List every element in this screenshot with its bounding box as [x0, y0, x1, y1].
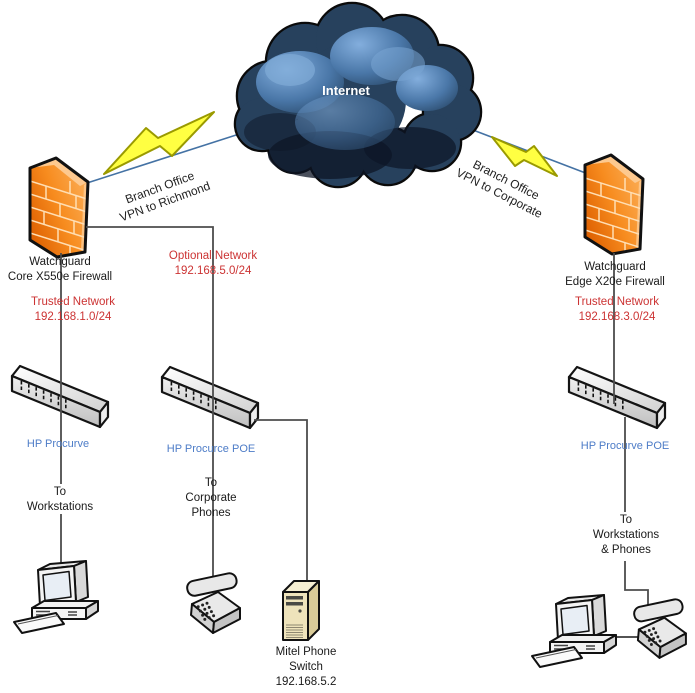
- phone-icon-middle: [184, 570, 241, 634]
- firewall-icon-right: [585, 155, 643, 254]
- firewall-icon-left: [30, 158, 88, 257]
- workstation-icon-right: [531, 594, 617, 668]
- switch-left-label: HP Procurve: [26, 438, 90, 450]
- to-corporate-phones-label: To Corporate Phones: [185, 477, 237, 519]
- switch-icon-right: [567, 365, 667, 430]
- lightning-bolt-icon-right: [491, 136, 558, 177]
- switch-middle-label: HP Procurce POE: [166, 443, 256, 455]
- line-right-branch: [613, 253, 649, 613]
- server-icon-mitel: [282, 580, 320, 641]
- to-workstations-label: To Workstations: [26, 486, 94, 513]
- firewall-left-trusted-network-label: Trusted Network 192.168.1.0/24: [31, 296, 115, 323]
- connector-lines: [60, 226, 649, 638]
- lightning-bolt-icon-left: [103, 111, 215, 175]
- mitel-switch-label: Mitel Phone Switch 192.168.5.2: [275, 646, 337, 688]
- switch-icon-middle: [160, 365, 260, 430]
- phone-icon-right: [631, 597, 687, 659]
- switch-right-label: HP Procurve POE: [580, 440, 670, 452]
- workstation-icon-left: [13, 560, 99, 634]
- line-mitel-branch: [254, 419, 308, 588]
- to-workstations-phones-label: To Workstations & Phones: [592, 514, 660, 556]
- optional-network-label: Optional Network 192.168.5.0/24: [168, 250, 258, 277]
- internet-cloud-icon: [233, 1, 483, 189]
- firewall-right-trusted-network-label: Trusted Network 192.168.3.0/24: [575, 296, 659, 323]
- vpn-link-line-right: [451, 121, 597, 178]
- switch-icon-left: [10, 364, 110, 429]
- internet-label: Internet: [322, 83, 370, 98]
- firewall-right-name-label: Watchguard Edge X20e Firewall: [565, 261, 665, 288]
- firewall-left-name-label: Watchguard Core X550e Firewall: [7, 256, 113, 283]
- line-optional-branch: [86, 226, 214, 577]
